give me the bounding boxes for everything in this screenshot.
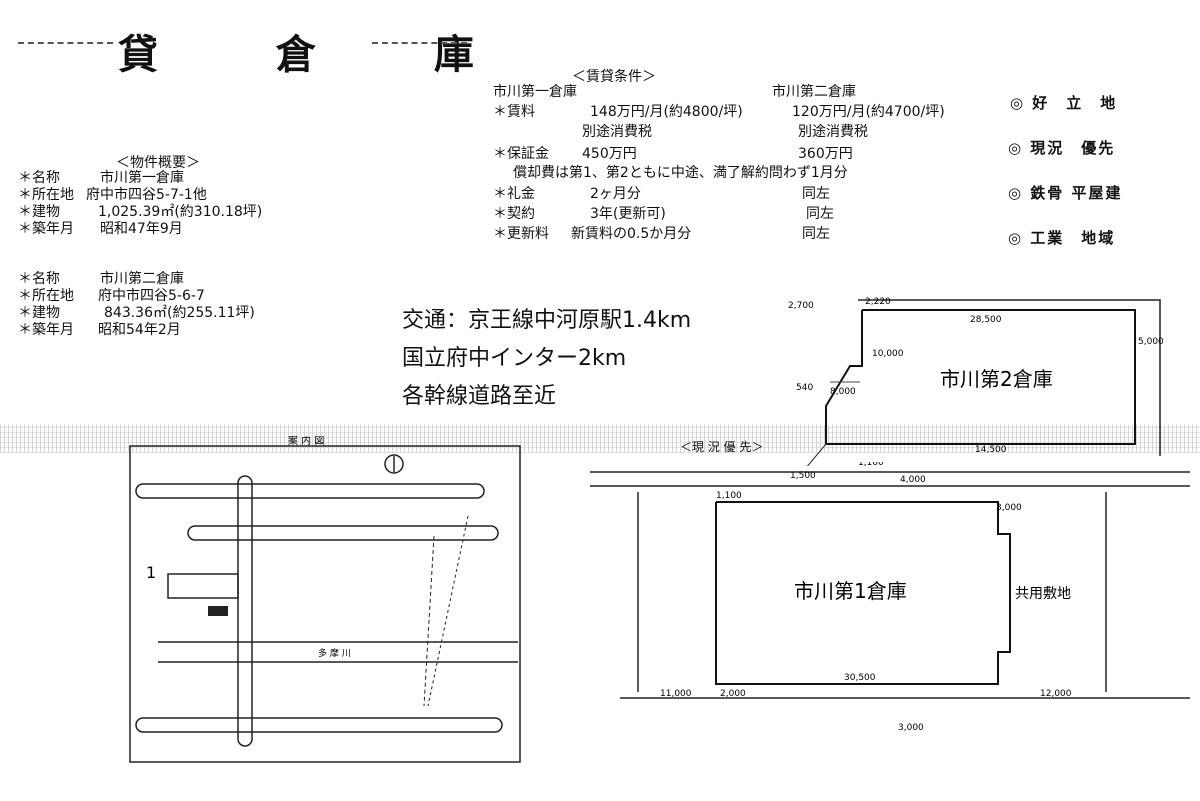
map-road-1 xyxy=(135,483,485,499)
access-line-2: 国立府中インター2km xyxy=(402,346,627,371)
deposit-label: ＊保証金 xyxy=(493,146,549,162)
tax2: 別途消費税 xyxy=(798,124,868,140)
property2-building-row: ＊建物 843.36㎡(約255.11坪) xyxy=(18,305,255,321)
warehouse1-label: 市川第1倉庫 xyxy=(794,579,907,603)
rent1: 148万円/月(約4800/坪) xyxy=(590,104,743,120)
north-arrow-icon xyxy=(384,454,404,474)
property2-building-label: ＊建物 xyxy=(18,305,60,321)
access-line-3: 各幹線道路至近 xyxy=(402,384,557,409)
property2-address: 府中市四谷5-6-7 xyxy=(98,288,205,304)
current-status-label: ＜現 況 優 先＞ xyxy=(680,440,764,454)
map-marker-one: 1 xyxy=(146,563,156,582)
property2-address-label: ＊所在地 xyxy=(18,288,74,304)
map-road-3 xyxy=(135,717,503,733)
dim-12000: 12,000 xyxy=(1040,689,1072,699)
property2-built-label: ＊築年月 xyxy=(18,322,74,338)
dim-5000: 5,000 xyxy=(1138,337,1164,347)
rent-label: ＊賃料 xyxy=(493,104,535,120)
property2-building: 843.36㎡(約255.11坪) xyxy=(104,305,255,321)
key-money-label: ＊礼金 xyxy=(493,186,535,202)
key-money2: 同左 xyxy=(802,186,830,202)
dim-10000: 10,000 xyxy=(872,349,904,359)
feature-steel-frame: ◎ 鉄骨 平屋建 xyxy=(1008,184,1123,202)
dim-2000: 2,000 xyxy=(720,689,746,699)
property2-address-row: ＊所在地 府中市四谷5-6-7 xyxy=(18,288,205,304)
key-money1: 2ヶ月分 xyxy=(590,186,641,202)
dim-4000: 4,000 xyxy=(900,475,926,485)
dim-14500: 14,500 xyxy=(975,445,1007,455)
dim-1100: 1,100 xyxy=(716,491,742,501)
dim-11000: 11,000 xyxy=(660,689,692,699)
dim-3000-bottom: 3,000 xyxy=(898,723,924,733)
scan-noise-band xyxy=(0,425,1200,453)
map-heading: 案 内 図 xyxy=(288,436,324,447)
contract-label: ＊契約 xyxy=(493,206,535,222)
warehouse1-site-plan: 市川第1倉庫 共用敷地 1,500 1,100 4,000 1,100 3,00… xyxy=(590,462,1190,733)
tax1: 別途消費税 xyxy=(582,124,652,140)
property1-name-row: ＊名称 市川第一倉庫 xyxy=(18,170,184,186)
title-left-rule xyxy=(18,42,113,44)
property2-name-label: ＊名称 xyxy=(18,271,60,287)
warehouse2-name: 市川第二倉庫 xyxy=(772,84,856,100)
dim-2700: 2,700 xyxy=(788,301,814,311)
property1-name-label: ＊名称 xyxy=(18,170,60,186)
map-road-vertical xyxy=(237,475,253,747)
amortization-note: 償却費は第1、第2ともに中途、満了解約問わず1月分 xyxy=(513,165,848,181)
property1-built-row: ＊築年月 昭和47年9月 xyxy=(18,221,183,237)
dim-1500: 1,500 xyxy=(790,471,816,481)
dim-30500: 30,500 xyxy=(844,673,876,683)
access-line-1: 交通：京王線中河原駅1.4km xyxy=(402,308,692,333)
dim-540: 540 xyxy=(796,383,813,393)
property1-address-row: ＊所在地府中市四谷5-7-1他 xyxy=(18,187,207,203)
property2-built-row: ＊築年月 昭和54年2月 xyxy=(18,322,181,338)
map-site-marker xyxy=(208,606,228,616)
dim-3000: 3,000 xyxy=(996,503,1022,513)
warehouse2-site-plan: 2,700 2,220 28,500 5,000 10,000 8,000 54… xyxy=(788,297,1164,466)
feature-current-status: ◎ 現況 優先 xyxy=(1008,139,1116,157)
renewal2: 同左 xyxy=(802,226,830,242)
property2-name: 市川第二倉庫 xyxy=(100,271,184,287)
rent2: 120万円/月(約4700/坪) xyxy=(792,104,945,120)
map-rail-line xyxy=(423,535,435,707)
renewal1: 新賃料の0.5か月分 xyxy=(571,226,692,242)
page-title: 貸 倉 庫 xyxy=(118,31,526,78)
property2-name-row: ＊名称 市川第二倉庫 xyxy=(18,271,184,287)
contract2: 同左 xyxy=(806,206,834,222)
property1-address: 府中市四谷5-7-1他 xyxy=(86,187,207,203)
warehouse2-lot-outline xyxy=(858,299,1161,456)
map-route-line xyxy=(427,515,469,707)
property1-building-row: ＊建物 1,025.39㎡(約310.18坪) xyxy=(18,204,262,220)
contract1: 3年(更新可) xyxy=(590,206,666,222)
shared-land-label: 共用敷地 xyxy=(1015,586,1071,602)
property1-name: 市川第一倉庫 xyxy=(100,170,184,186)
property1-building-label: ＊建物 xyxy=(18,204,60,220)
location-map: 案 内 図 多 摩 川 1 xyxy=(129,436,521,763)
river-label: 多 摩 川 xyxy=(318,647,351,659)
feature-location: ◎ 好 立 地 xyxy=(1010,94,1118,112)
dim-28500: 28,500 xyxy=(970,315,1002,325)
warehouse2-building-outline xyxy=(825,309,1136,445)
map-frame xyxy=(129,445,521,763)
dim-1100-top: 1,100 xyxy=(858,462,884,468)
property1-address-label: ＊所在地 xyxy=(18,187,74,203)
dim-2220: 2,220 xyxy=(865,297,891,307)
property1-built-label: ＊築年月 xyxy=(18,221,74,237)
deposit1: 450万円 xyxy=(582,146,637,162)
title-right-rule xyxy=(372,42,467,44)
feature-industrial-zone: ◎ 工業 地域 xyxy=(1008,229,1116,247)
conditions-heading: ＜賃貸条件＞ xyxy=(572,69,656,85)
warehouse2-leader-line xyxy=(806,443,827,466)
overview-heading: ＜物件概要＞ xyxy=(116,155,200,171)
warehouse2-label: 市川第2倉庫 xyxy=(940,367,1053,391)
warehouse1-building-outline xyxy=(715,501,1011,685)
property2-built: 昭和54年2月 xyxy=(98,322,181,338)
renewal-label: ＊更新料 xyxy=(493,226,549,242)
map-site-block xyxy=(167,573,239,599)
dim-8000: 8,000 xyxy=(830,387,856,397)
map-road-2 xyxy=(187,525,499,541)
property1-built: 昭和47年9月 xyxy=(100,221,183,237)
deposit2: 360万円 xyxy=(798,146,853,162)
property1-building: 1,025.39㎡(約310.18坪) xyxy=(98,204,263,220)
warehouse1-name: 市川第一倉庫 xyxy=(493,84,577,100)
